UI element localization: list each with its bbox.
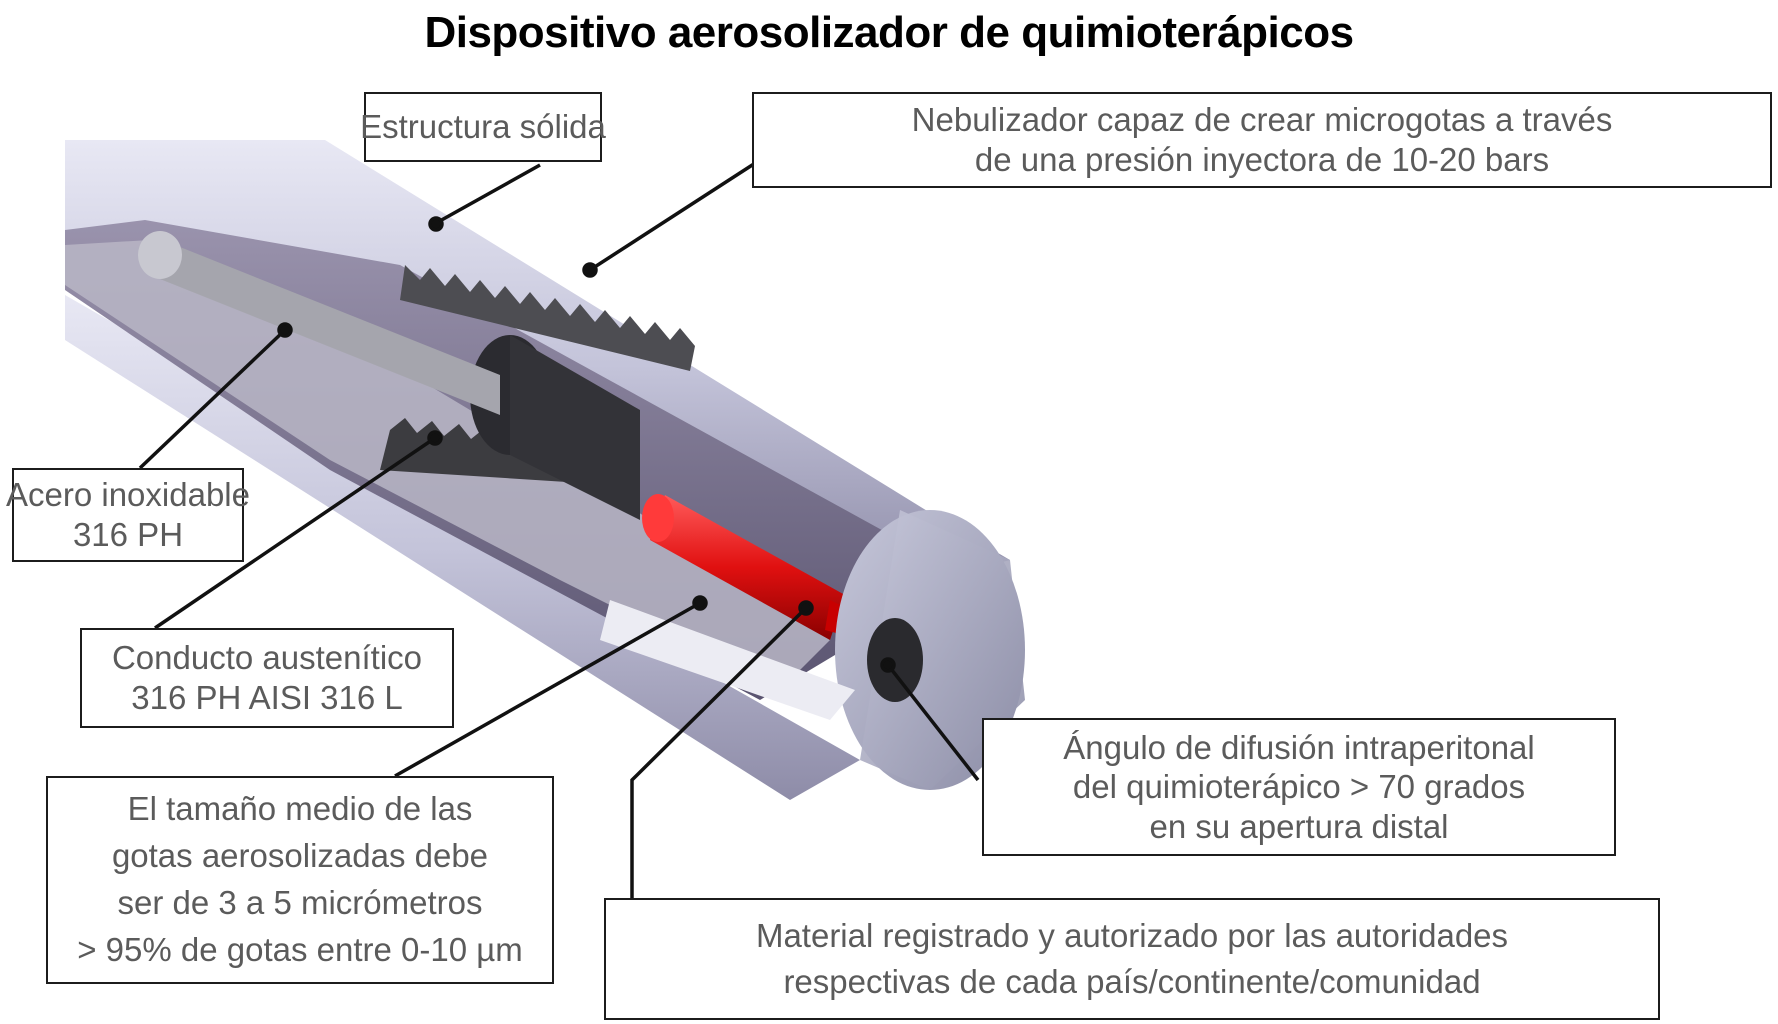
steel-rod [150, 235, 500, 415]
label-conducto-line2: 316 PH AISI 316 L [131, 679, 403, 716]
label-acero-inoxidable: Acero inoxidable 316 PH [6, 468, 250, 562]
label-nebulizador-line1: Nebulizador capaz de crear microgotas a … [911, 101, 1613, 139]
front-lip [600, 600, 855, 720]
label-estructura-solida: Estructura sólida [360, 92, 606, 162]
label-tamano-line1: El tamaño medio de las [127, 790, 473, 828]
thread-upper [400, 265, 695, 371]
leader-tamano-dot [692, 595, 708, 611]
label-tamano-gotas: El tamaño medio de las gotas aerosolizad… [46, 776, 554, 984]
leader-estructura-dot [428, 216, 444, 232]
label-estructura-line1: Estructura sólida [360, 108, 606, 146]
leader-estructura [437, 163, 541, 224]
leader-conducto-dot [427, 430, 443, 446]
label-angulo-line2: del quimioterápico > 70 grados [1072, 768, 1526, 806]
label-material-line2: respectivas de cada país/continente/comu… [783, 963, 1481, 1000]
leader-angulo-dot [880, 657, 896, 673]
label-tamano-line3: ser de 3 a 5 micrómetros [117, 884, 483, 921]
leader-acero [138, 328, 287, 470]
diagram-title: Dispositivo aerosolizador de quimioteráp… [424, 8, 1354, 57]
rod-end [138, 231, 182, 279]
leader-nebulizador-dot [582, 262, 598, 278]
label-material-line1: Material registrado y autorizado por las… [755, 917, 1509, 955]
label-angulo-line3: en su apertura distal [1149, 807, 1449, 845]
label-angulo-difusion: Ángulo de difusión intraperitonal del qu… [982, 718, 1616, 856]
label-nebulizador-line2: de una presión inyectora de 10-20 bars [974, 141, 1550, 178]
leader-nebulizador [589, 158, 761, 272]
label-acero-line2: 316 PH [72, 516, 184, 553]
label-acero-line1: Acero inoxidable [6, 476, 250, 514]
label-material-registrado: Material registrado y autorizado por las… [604, 898, 1660, 1020]
leader-conducto [154, 436, 436, 630]
label-tamano-line2: gotas aerosolizadas debe [111, 837, 489, 875]
label-conducto-austenitico: Conducto austenítico 316 PH AISI 316 L [80, 628, 454, 728]
leader-acero-dot [277, 322, 293, 338]
nozzle-red-base [642, 494, 674, 542]
leader-tamano [394, 601, 701, 778]
label-tamano-line4: > 95% de gotas entre 0-10 µm [77, 930, 523, 968]
bushing-body [510, 335, 640, 520]
leader-material [630, 606, 808, 900]
label-angulo-line1: Ángulo de difusión intraperitonal [1063, 728, 1535, 766]
nozzle-red-body [650, 495, 845, 640]
outlet-hole [867, 618, 923, 702]
label-nebulizador: Nebulizador capaz de crear microgotas a … [752, 92, 1772, 188]
leader-angulo [886, 663, 980, 782]
leader-material-dot [798, 600, 814, 616]
label-conducto-line1: Conducto austenítico [111, 639, 423, 677]
leader-lines [138, 158, 980, 900]
